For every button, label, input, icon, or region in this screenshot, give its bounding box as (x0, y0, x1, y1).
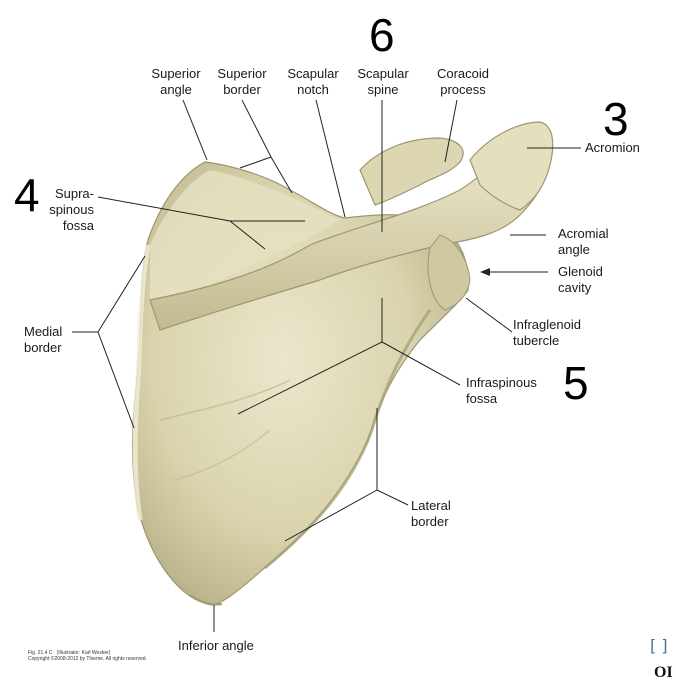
label-acromial-angle: Acromial angle (558, 226, 609, 257)
infraspinous-fold-2 (174, 429, 271, 481)
label-inferior-angle: Inferior angle (178, 638, 254, 653)
supraspinous-fossa-area (150, 170, 340, 300)
label-glenoid-cavity: Glenoid cavity (558, 264, 603, 295)
leader-lines (72, 99, 581, 632)
glenoid-arrow (480, 268, 548, 276)
label-coracoid-process: Coracoid process (436, 66, 490, 97)
label-superior-angle: Superior angle (151, 66, 201, 97)
number-6: 6 (369, 9, 395, 61)
lateral-border-ridge (264, 309, 432, 570)
corner-text: OI (654, 664, 673, 681)
label-scapular-notch: Scapular notch (287, 66, 339, 97)
label-infraglenoid-tubercle: Infraglenoid tubercle (513, 317, 581, 348)
glenoid-region (427, 234, 471, 311)
label-superior-border: Superior border (217, 66, 267, 97)
figure-credit: Fig. 21.4 C (Illustrator: Karl Wesker) C… (28, 650, 147, 662)
label-supraspinous-fossa: Supra- spinous fossa (49, 186, 94, 233)
label-acromion: Acromion (585, 140, 640, 155)
medial-border-edge (132, 244, 151, 521)
infraspinous-fold (159, 379, 291, 421)
number-3: 3 (603, 93, 629, 145)
label-medial-border: Medial border (24, 324, 63, 355)
inferior-angle-tip (189, 594, 223, 606)
acromion-shape (469, 121, 554, 211)
number-4: 4 (14, 169, 40, 221)
coracoid-process-shape (359, 137, 464, 206)
number-5: 5 (563, 357, 589, 409)
corner-bracket-icon: [ ] (650, 636, 668, 655)
label-lateral-border: Lateral border (411, 498, 451, 529)
label-infraspinous-fossa: Infraspinous fossa (466, 375, 537, 406)
label-scapular-spine: Scapular spine (357, 66, 409, 97)
